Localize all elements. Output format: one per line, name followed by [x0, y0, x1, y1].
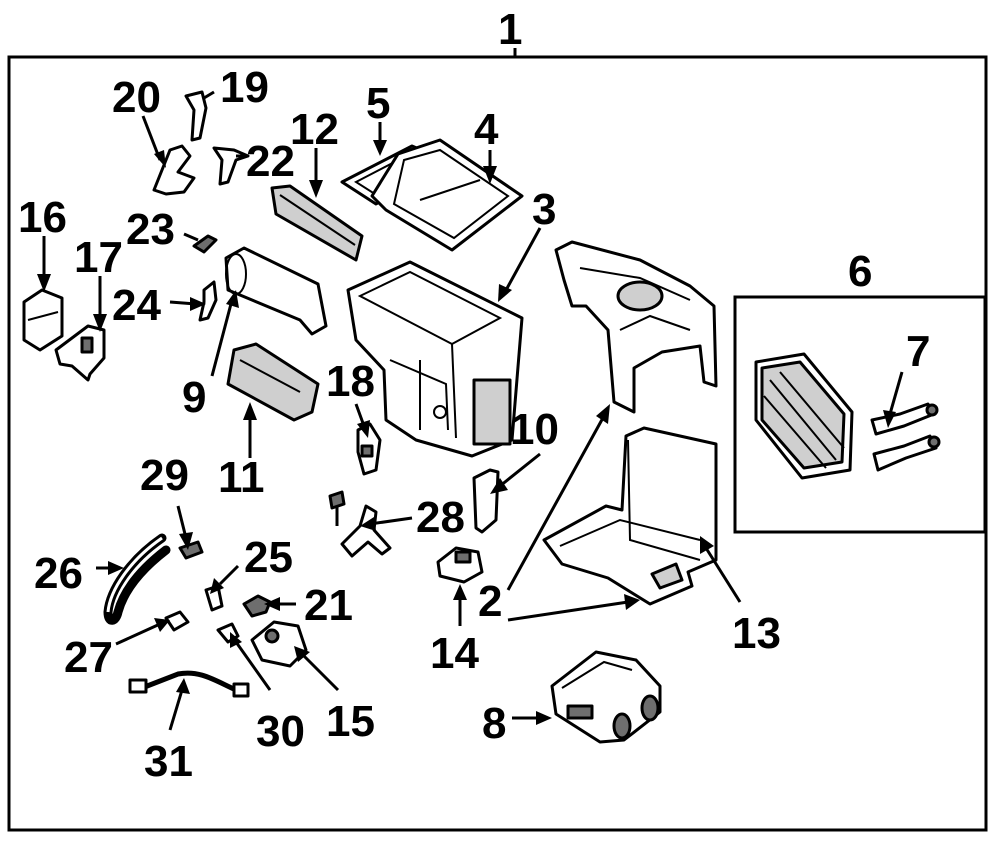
callout-5: 5: [366, 79, 390, 128]
callout-23: 23: [126, 205, 175, 254]
evaporator-inset-box: [733, 295, 987, 534]
callout-28: 28: [416, 493, 465, 542]
part-24-clip: [198, 280, 218, 322]
part-10-bracket: [472, 468, 500, 534]
part-21-fastener: [242, 594, 272, 618]
callout-10: 10: [510, 405, 559, 454]
callout-16: 16: [18, 193, 67, 242]
callout-11: 11: [218, 453, 265, 502]
callout-22: 22: [246, 137, 295, 186]
callout-2: 2: [478, 577, 502, 626]
part-7-valve: [870, 402, 941, 472]
callout-4: 4: [474, 105, 499, 154]
callout-21: 21: [304, 581, 353, 630]
part-3-heater-case: [346, 260, 524, 458]
part-16-actuator: [22, 288, 64, 352]
part-28-screw: [328, 490, 346, 526]
callout-12: 12: [290, 105, 339, 154]
part-4-filter-frame: [370, 138, 524, 252]
callout-24: 24: [112, 281, 161, 330]
part-31-harness: [128, 670, 250, 698]
callout-15: 15: [326, 697, 375, 746]
callout-8: 8: [482, 699, 506, 748]
leader-lines: [37, 90, 904, 731]
part-19-lever: [184, 90, 208, 142]
part-12-filter: [270, 184, 364, 262]
callout-14: 14: [430, 629, 479, 678]
part-15-servo-motor: [250, 620, 308, 668]
part-23-clip: [192, 234, 218, 254]
part-22-link: [212, 146, 250, 186]
callout-7: 7: [906, 327, 930, 376]
callout-25: 25: [244, 533, 293, 582]
callout-6: 6: [848, 247, 872, 296]
part-6-evaporator: [754, 352, 854, 480]
callout-20: 20: [112, 73, 161, 122]
callout-30: 30: [256, 707, 305, 756]
callout-labels: 1 2 3 4 5 6 7 8 9 10 11 12 13 14 15 16 1…: [18, 5, 930, 786]
part-blower-housing: [554, 240, 718, 414]
callout-17: 17: [74, 233, 123, 282]
part-8-blower-motor: [550, 650, 662, 744]
part-27-clip: [164, 610, 190, 632]
part-9-duct: [224, 246, 328, 336]
callout-13: 13: [732, 609, 781, 658]
part-26-hose: [103, 533, 171, 625]
callout-29: 29: [140, 451, 189, 500]
callout-19: 19: [220, 63, 269, 112]
part-11-duct-cover: [226, 342, 320, 422]
callout-3: 3: [532, 185, 556, 234]
part-20-bracket: [152, 144, 196, 196]
part-18-sensor: [356, 422, 382, 476]
part-13-lower-case: [542, 426, 718, 606]
part-14-resistor: [436, 546, 484, 584]
callout-26: 26: [34, 549, 83, 598]
part-28-bracket: [340, 504, 392, 558]
part-17-bracket: [54, 324, 106, 382]
callout-27: 27: [64, 633, 113, 682]
callout-18: 18: [326, 357, 375, 406]
part-29-clip: [178, 540, 204, 560]
callout-1: 1: [498, 5, 522, 54]
callout-9: 9: [182, 373, 206, 422]
callout-31: 31: [144, 737, 193, 786]
